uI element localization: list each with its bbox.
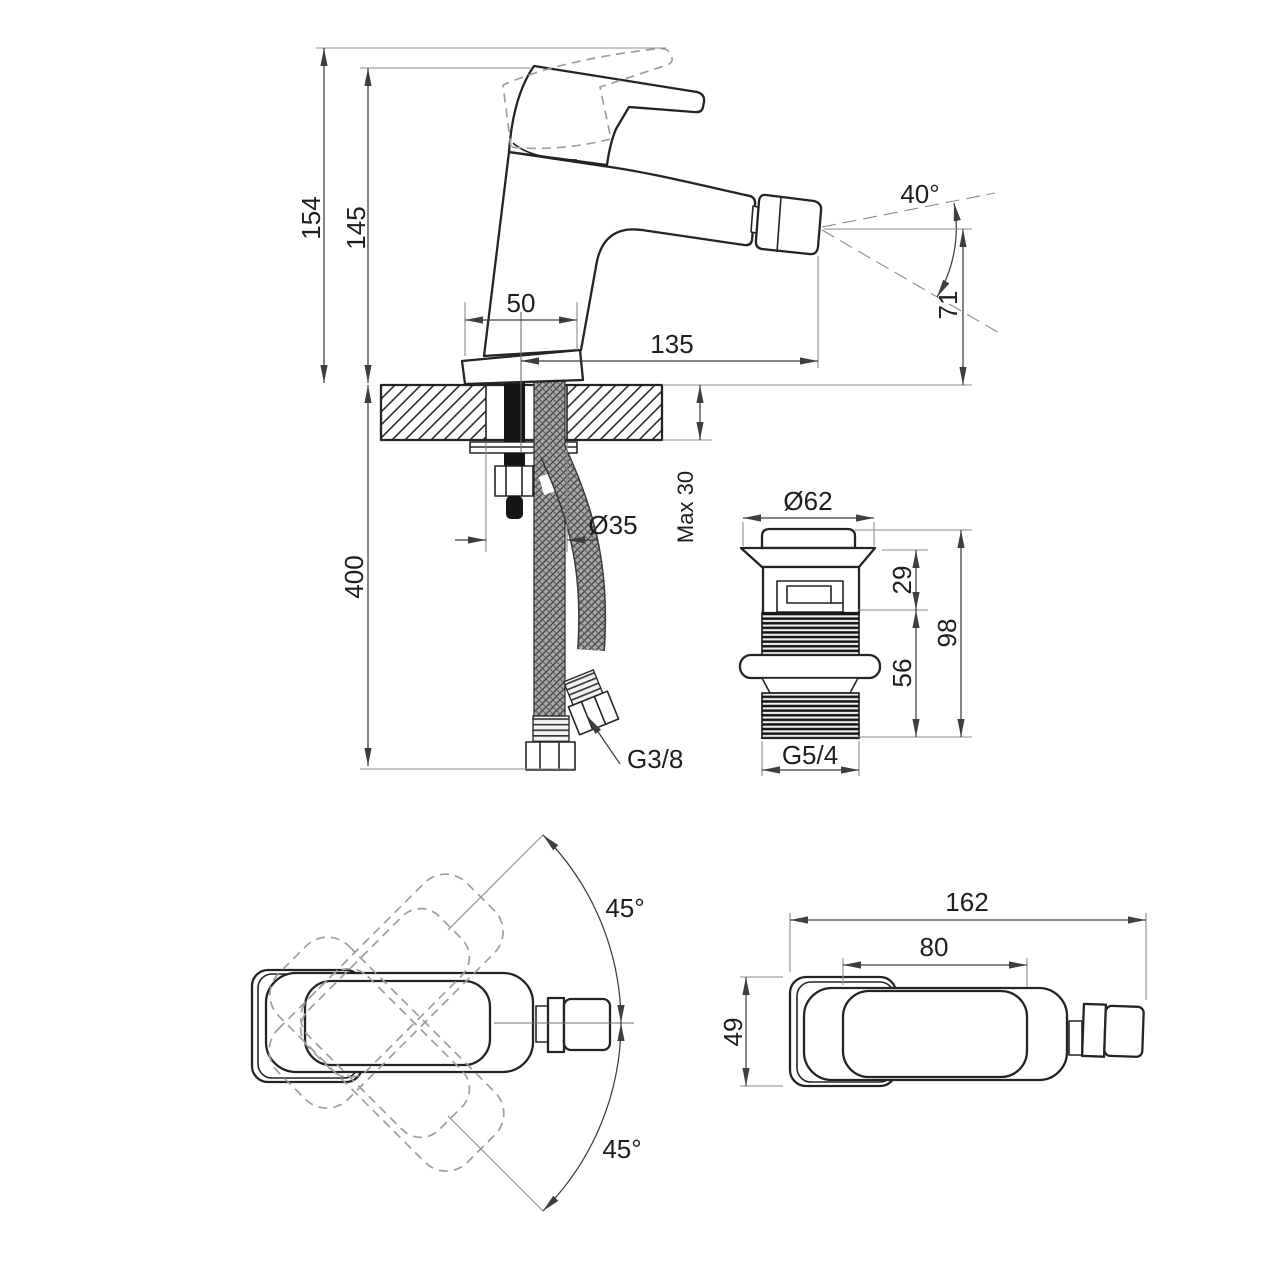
drain-valve-locknut: [738, 653, 882, 680]
spray-line-lower: [821, 229, 1002, 335]
plan-spout-nozzle: [1103, 1004, 1145, 1058]
drain-valve-flange: [739, 546, 877, 569]
dim-label-hose-length: 400: [339, 555, 369, 598]
plan-dimensions: 162 80 49: [718, 887, 1146, 1086]
drain-valve-view: Ø62 29 56 98 G5/4: [738, 486, 972, 776]
dim-label-cap-diameter: Ø62: [783, 486, 832, 516]
swivel-arc-down: [542, 1022, 625, 1212]
swivel-arc-up: [542, 834, 625, 1024]
fixing-nut-facets: [505, 466, 523, 496]
fixing-stud-tip: [506, 496, 523, 519]
dim-label-upper-height: 29: [887, 566, 917, 595]
faucet-handle-dashed-position: [502, 47, 673, 150]
supply-hose-main: [533, 377, 566, 719]
drain-valve-dimensions: Ø62 29 56 98 G5/4: [743, 486, 965, 774]
hose-corrugation-main: [532, 715, 570, 743]
hose-fitting-main: [525, 715, 576, 771]
fixing-stud-lower: [504, 453, 525, 466]
plan-faucet: [788, 975, 1145, 1088]
fixing-nut: [494, 465, 534, 497]
spray-line-upper: [821, 192, 996, 228]
dim-label-total-length: 162: [945, 887, 988, 917]
dim-label-hole-diameter: Ø35: [588, 510, 637, 540]
dim-label-deck-thickness: Max 30: [673, 471, 698, 543]
faucet-body-outline: [482, 150, 757, 358]
swivel-spout-neck: [535, 1005, 549, 1043]
counter-hole-edges: [485, 385, 568, 440]
swivel-angle-construction: 45° 45°: [447, 834, 645, 1212]
drain-valve-thread-lower: [761, 692, 860, 739]
dim-label-total-height-valve: 98: [932, 619, 962, 648]
dim-label-base-width: 50: [507, 288, 536, 318]
counter-hatch-left: [381, 386, 486, 439]
ext-base-width: [464, 302, 578, 356]
spray-angle-arc: [936, 202, 961, 298]
spout-nozzle: [754, 193, 823, 256]
dim-label-hose-thread: G3/8: [627, 744, 683, 774]
dim-label-handle-length: 80: [920, 932, 949, 962]
swivel-radial-up: [447, 834, 544, 931]
swivel-radial-down: [447, 1115, 544, 1212]
faucet-base-plate: [460, 348, 585, 386]
swivel-faucet-plan: [250, 968, 634, 1084]
swivel-spout-nozzle: [562, 997, 612, 1052]
hose-nut-main-facets: [539, 742, 560, 770]
counter-section: [379, 383, 664, 442]
plan-handle: [841, 989, 1029, 1079]
plan-spout: [1080, 1002, 1145, 1058]
side-view-extension-lines: [316, 47, 972, 770]
ext-hole-diameter: [485, 443, 568, 552]
dim-label-swing-up: 45°: [605, 893, 644, 923]
drain-valve-window-outer: [776, 580, 844, 613]
dim-label-spray-angle: 40°: [900, 179, 939, 209]
dim-label-body-height: 145: [341, 206, 371, 249]
side-view: 154 145 400 50 135 40° 71 Ø35 Max 30 G3/…: [296, 47, 1002, 774]
side-view-dimensions: 154 145 400 50 135 40° 71 Ø35 Max 30 G3/…: [296, 48, 967, 774]
dim-label-thread-length: 56: [887, 659, 917, 688]
drain-valve-cap: [760, 527, 857, 550]
swivel-view: 45° 45°: [250, 834, 645, 1212]
dim-label-swing-down: 45°: [602, 1134, 641, 1164]
supply-hose-second: [541, 446, 605, 651]
swivel-handle-dashed-up: [299, 907, 471, 1079]
leader-hose-thread: [587, 716, 621, 765]
spray-angle-construction: [821, 192, 1002, 335]
ext-cap-diameter: [742, 522, 875, 546]
swivel-spout-ring: [546, 996, 566, 1054]
drain-valve-locknut-taper: [761, 677, 859, 694]
dim-label-total-height: 154: [296, 196, 326, 239]
swivel-handle: [303, 979, 492, 1067]
under-counter-parts: [469, 377, 620, 771]
hose-nut-main: [525, 741, 576, 771]
plan-spout-neck: [1068, 1020, 1083, 1056]
hose-fitting-second: [562, 669, 620, 736]
drain-valve-thread-upper: [761, 612, 860, 656]
spout-nozzle-ring: [776, 196, 782, 253]
dim-label-spout-reach: 135: [650, 329, 693, 359]
plan-spout-ring: [1080, 1002, 1108, 1058]
plan-view: 162 80 49: [718, 887, 1147, 1088]
dim-label-body-width: 49: [718, 1018, 748, 1047]
counter-hatch-right: [567, 386, 662, 439]
drain-valve-window-inner: [786, 585, 832, 604]
dim-label-spout-height: 71: [933, 291, 963, 320]
drain-valve-body: [738, 527, 882, 740]
faucet: [460, 47, 823, 386]
fixing-stud: [504, 378, 525, 442]
swivel-handle-dashed-down: [299, 967, 471, 1139]
dim-label-thread-size: G5/4: [782, 740, 838, 770]
faucet-handle-skirt: [512, 142, 578, 161]
